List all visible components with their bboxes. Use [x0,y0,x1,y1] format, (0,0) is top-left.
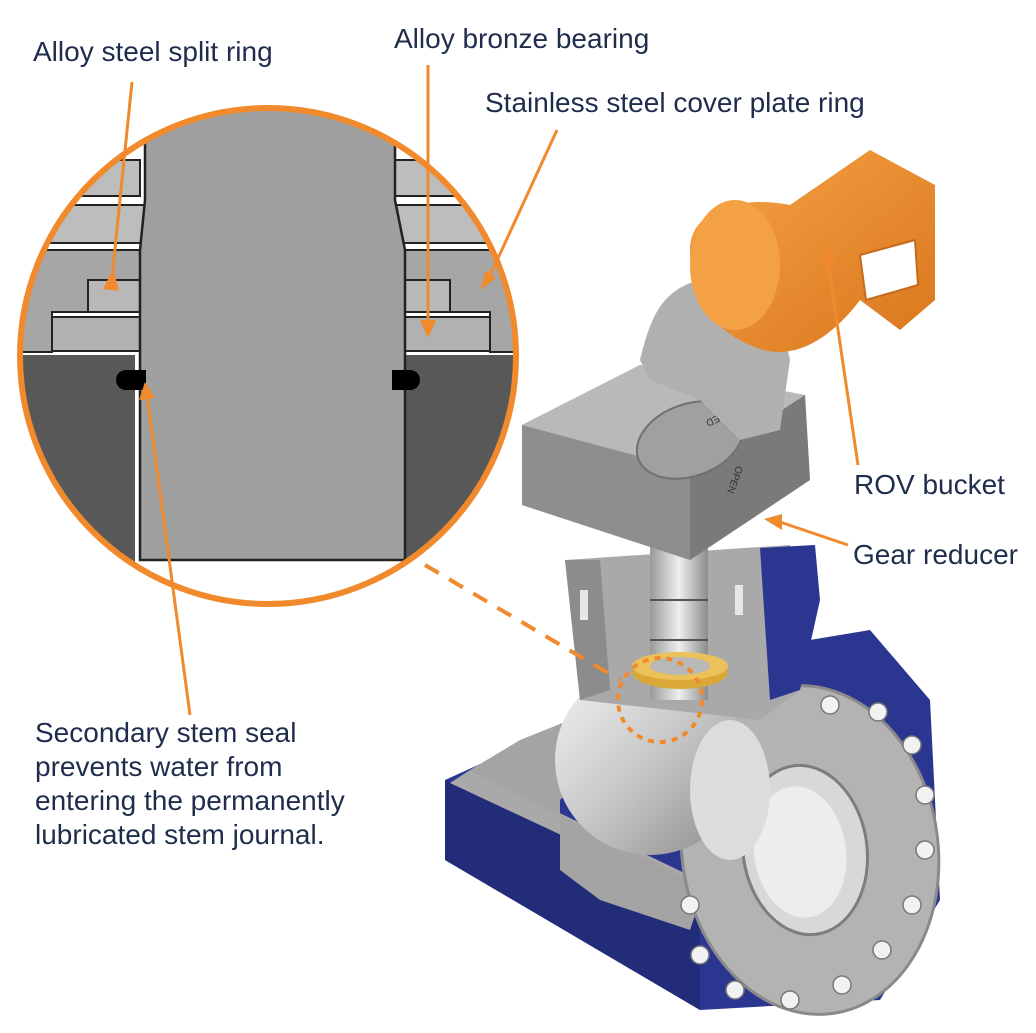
stem-section [138,108,407,562]
zoom-circle-border [17,105,519,607]
callout-arrows [102,65,860,716]
arrow-rov-bucket [826,261,860,466]
label-split-ring: Alloy steel split ring [33,36,273,67]
rov-bucket [690,150,935,353]
zoom-connector [423,563,622,682]
housing-left [20,355,135,604]
secondary-seal-line-3: entering the permanently [35,785,345,816]
ball-bore [690,720,770,860]
secondary-seal-line-2: prevents water from [35,751,283,782]
label-bronze-bearing: Alloy bronze bearing [394,23,650,54]
arrow-gear-reducer [779,520,849,547]
seal-left [116,370,146,390]
bearing-left [51,316,146,352]
bronze-bearing-ring [632,652,728,689]
secondary-seal-line-1: Secondary stem seal [35,717,297,748]
bearing-right [404,316,491,352]
valve-assembly: CLOSED OPEN [445,150,941,1016]
zoom-detail [17,105,519,607]
arrow-cover-plate [486,129,559,281]
arrow-secondary-seal [145,394,192,716]
label-secondary-seal: Secondary stem seal prevents water from … [35,716,395,852]
label-rov-bucket: ROV bucket [854,469,1005,500]
seal-right [392,370,420,390]
secondary-seal-line-4: lubricated stem journal. [35,819,325,850]
zoom-marker [616,656,704,744]
arrow-split-ring [110,81,134,279]
label-gear-reducer: Gear reducer [853,539,1018,570]
label-cover-plate: Stainless steel cover plate ring [485,87,865,118]
